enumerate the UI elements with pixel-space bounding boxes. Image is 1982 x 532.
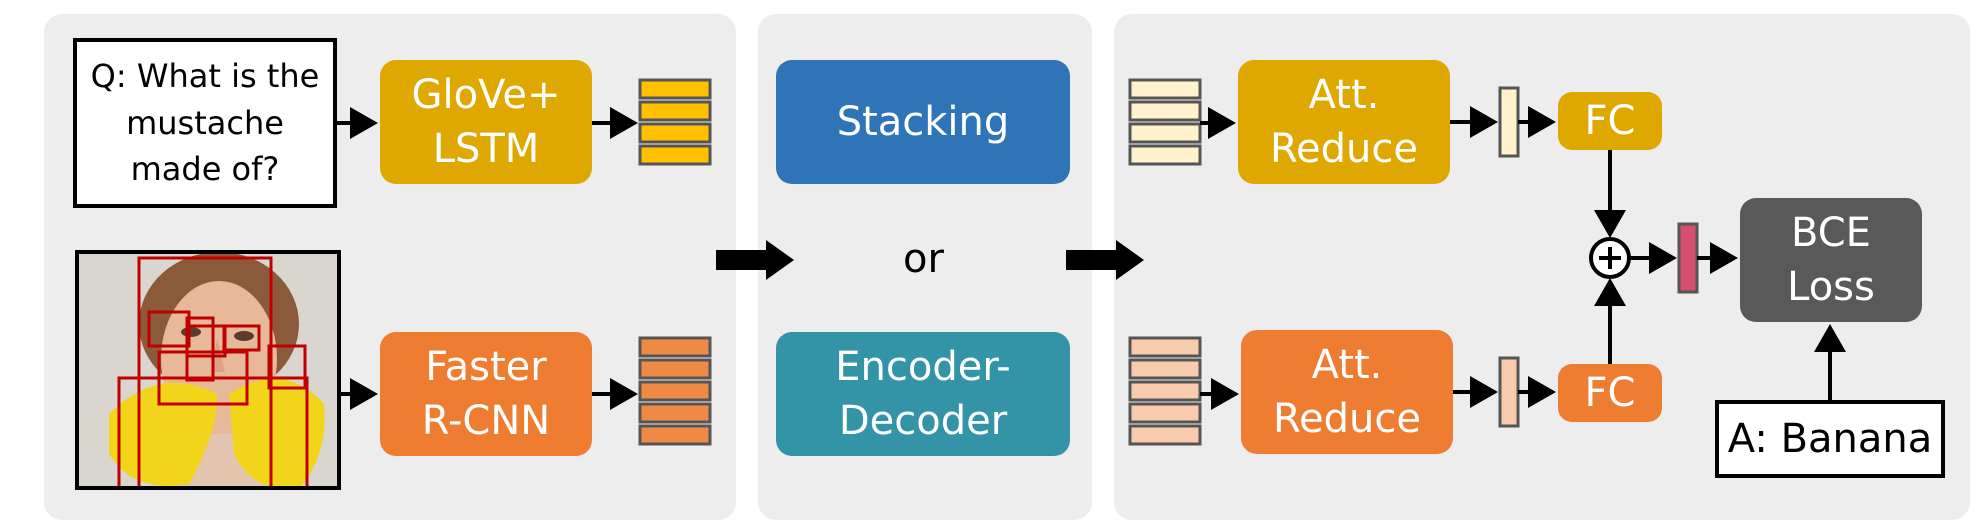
answer-box: A: Banana — [1715, 400, 1945, 478]
head-question-stack — [1128, 78, 1202, 166]
visual-feature-stack — [638, 336, 712, 446]
glove-lstm-block: GloVe+ LSTM — [380, 60, 592, 184]
pooled-question-vector — [1498, 86, 1520, 158]
plus-icon — [1589, 237, 1631, 279]
question-box: Q: What is the mustache made of? — [73, 38, 337, 208]
att-reduce-top-block: Att. Reduce — [1238, 60, 1450, 184]
block-arrow-1 — [716, 240, 794, 280]
fused-vector — [1677, 222, 1699, 294]
or-label: or — [903, 236, 944, 282]
att-reduce-bottom-block: Att. Reduce — [1241, 330, 1453, 454]
image-thumbnail — [79, 254, 337, 486]
fc-bottom-block: FC — [1558, 364, 1662, 422]
faster-rcnn-block: Faster R-CNN — [380, 332, 592, 456]
question-feature-stack — [638, 78, 712, 166]
bce-loss-block: BCE Loss — [1740, 198, 1922, 322]
block-arrow-2 — [1066, 240, 1144, 280]
input-image — [75, 250, 341, 490]
head-visual-stack — [1128, 336, 1202, 446]
encoder-decoder-block: Encoder- Decoder — [776, 332, 1070, 456]
stacking-block: Stacking — [776, 60, 1070, 184]
fc-top-block: FC — [1558, 92, 1662, 150]
pooled-visual-vector — [1498, 356, 1520, 428]
